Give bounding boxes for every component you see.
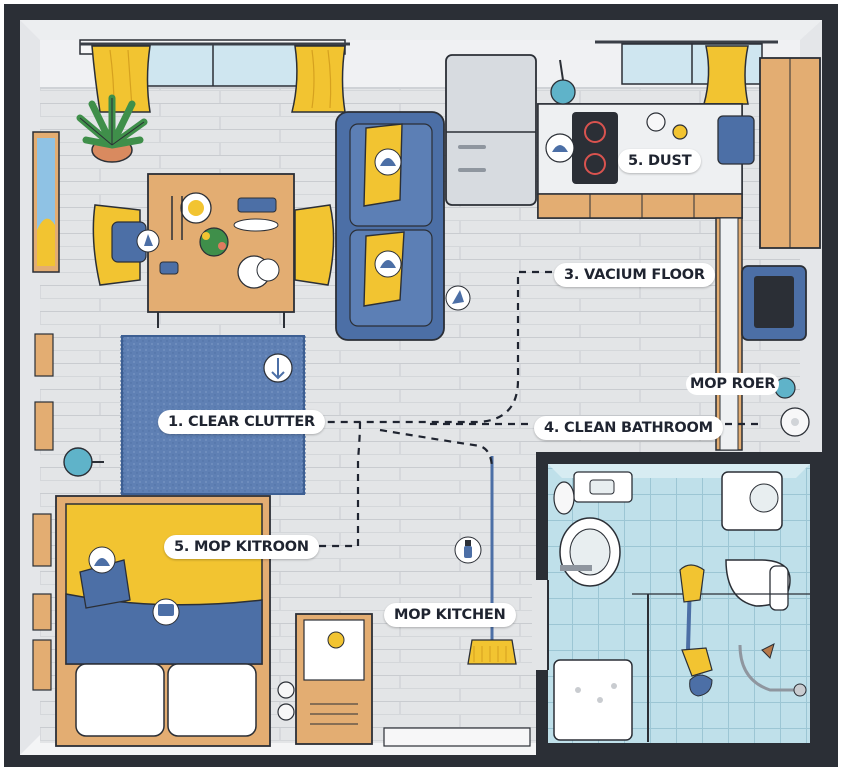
entrance-mat [383,727,531,747]
route-mop [310,421,362,548]
window-right [595,40,778,105]
bed [55,495,271,747]
task-label-vacuum-floor: 3. VACIUM FLOOR [554,263,715,287]
task-label-clean-bathroom: 4. CLEAN BATHROOM [534,416,723,440]
window-left [79,39,350,113]
route-kitchen [379,428,494,471]
route-vacuum [304,270,552,424]
spray-bottle-icon [454,536,482,564]
potted-plant [76,94,148,163]
lamp [63,447,93,477]
task-label-mop-roer: MOP ROER [686,373,780,395]
bathroom-fixtures [553,471,810,742]
sofa [335,111,471,341]
refrigerator [445,54,537,206]
oven [741,265,807,341]
task-label-mop-kitchen: MOP KITCHEN [384,603,516,627]
storage-cabinet [295,613,373,745]
cleaning-route [304,270,760,548]
task-label-clear-clutter: 1. CLEAR CLUTTER [158,410,325,434]
task-label-dust: 5. DUST [618,149,702,173]
task-label-mop-kitroon: 5. MOP KITROON [164,535,319,559]
dining-area [92,173,335,328]
